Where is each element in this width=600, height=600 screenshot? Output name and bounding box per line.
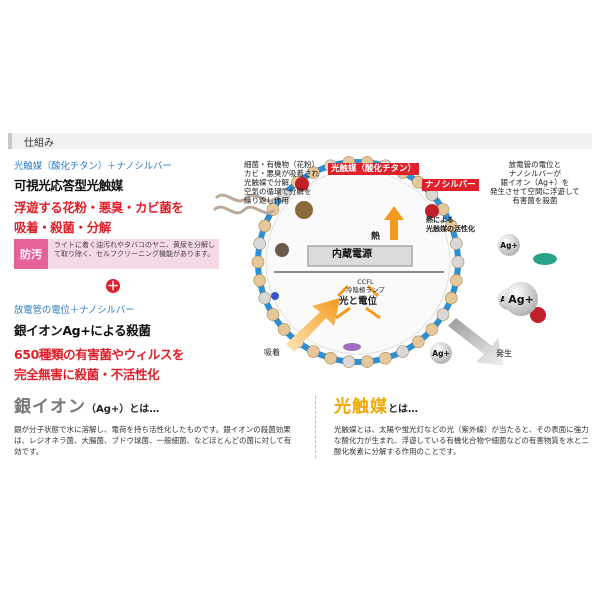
germ-icon: [295, 201, 313, 219]
catalyst-bead: [444, 219, 458, 233]
heat-arrow-icon: [384, 206, 404, 240]
silver-ion-definition: 銀イオン（Ag+）とは… 銀が分子状態で水に溶解し、電荷を持ち活性化したものです…: [14, 392, 297, 457]
photocatalyst-effect-1: 浮遊する花粉・悪臭・カビ菌を: [14, 200, 184, 215]
catalyst-bead: [342, 355, 356, 368]
photocatalyst-subtitle: 光触媒（酸化チタン）＋ナノシルバー: [14, 161, 172, 172]
catalyst-bead: [258, 219, 272, 233]
silver-ion-note: 放電管の電位と ナノシルバーが 銀イオン（Ag+）を 発生させて空間に浮遊して …: [490, 160, 580, 205]
ag-ion-bubble: Ag+: [430, 342, 452, 364]
column-divider: [315, 396, 316, 458]
catalyst-bead: [307, 345, 320, 358]
silver-ion-effect-2: 完全無害に殺菌・不活性化: [14, 367, 160, 382]
photocatalyst-heading: 光触媒とは…: [334, 397, 418, 417]
plus-icon: ＋: [106, 279, 120, 293]
photocatalyst-label: 光触媒（酸化チタン）: [328, 163, 420, 175]
light-arrow-icon: [335, 306, 351, 320]
ag-ion-bubble-large: Ag+: [504, 282, 538, 316]
silver-ion-summary: 放電管の電位＋ナノシルバー 銀イオンAg+による殺菌 650種類の有害菌やウィル…: [14, 302, 219, 383]
catalyst-bead: [449, 274, 463, 287]
photocatalyst-definition: 光触媒とは… 光触媒とは、太陽や蛍光灯などの光（紫外線）が当たると、その表面に強…: [334, 392, 590, 457]
antifouling-box: 防汚 ライトに着く油汚れやタバコのヤニ、黄尿を分解して取り除く、セルフクリーニン…: [14, 239, 219, 269]
ag-ion-bubble: Ag+: [498, 234, 520, 256]
adsorb-arrow-icon: [286, 298, 340, 352]
heat-note: 熱による 光触媒の活性化: [426, 216, 475, 233]
catalyst-bead: [451, 255, 465, 269]
photocatalyst-summary: 光触媒（酸化チタン）＋ナノシルバー 可視光応答型光触媒 浮遊する花粉・悪臭・カビ…: [14, 158, 219, 236]
photocatalyst-effect-2: 吸着・殺菌・分解: [14, 220, 111, 235]
section-header: 仕組み: [8, 133, 592, 149]
silver-ion-effect-1: 650種類の有害菌やウィルスを: [14, 347, 185, 362]
light-arrow-icon: [336, 284, 350, 298]
generate-label: 発生: [496, 349, 512, 358]
catalyst-bead: [412, 335, 425, 349]
germ-icon: [530, 307, 546, 323]
germ-icon: [275, 243, 289, 257]
catalyst-bead: [258, 291, 272, 305]
generate-arrow-icon: [448, 318, 504, 366]
adsorption-note: 細菌・有機物（花粉） カビ・悪臭が吸着され 光触媒で分解 空気の循環で分解を 繰…: [244, 160, 319, 205]
antifouling-tag: 防汚: [14, 239, 48, 269]
germ-icon: [425, 204, 439, 218]
catalyst-bead: [449, 237, 463, 250]
antifouling-text: ライトに着く油汚れやタバコのヤニ、黄尿を分解して取り除く、セルフクリーニング機能…: [54, 241, 215, 258]
light-arrow-icon: [366, 284, 380, 298]
catalyst-bead: [425, 323, 439, 336]
catalyst-bead: [396, 345, 409, 358]
catalyst-bead: [324, 351, 337, 365]
catalyst-bead: [360, 355, 374, 368]
germ-icon: [271, 292, 279, 300]
germ-icon: [343, 343, 361, 351]
catalyst-bead: [277, 188, 291, 201]
diagram-graphics: [212, 156, 557, 368]
ccfl-label: CCFL 冷陰極ランプ: [346, 278, 385, 294]
catalyst-bead: [266, 308, 280, 321]
catalyst-beads: [251, 156, 465, 368]
silver-ion-title: 銀イオンAg+による殺菌: [14, 323, 151, 338]
silver-ion-subtitle: 放電管の電位＋ナノシルバー: [14, 305, 135, 316]
catalyst-bead: [307, 166, 320, 179]
header-accent: [8, 133, 12, 149]
catalyst-bead: [436, 308, 450, 321]
germ-icon: [295, 177, 309, 191]
catalyst-bead: [253, 237, 267, 250]
catalyst-bead: [379, 351, 392, 365]
light-arrow-icon: [365, 306, 381, 320]
power-box: [307, 245, 413, 267]
catalyst-bead: [253, 274, 267, 287]
catalyst-bead: [444, 291, 458, 305]
nanosilver-label: ナノシルバー: [422, 179, 479, 191]
adsorb-label: 吸着: [264, 348, 280, 357]
power-label: 内蔵電源: [332, 249, 372, 260]
catalyst-bead: [251, 255, 265, 269]
silver-ion-body: 銀が分子状態で水に溶解し、電荷を持ち活性化したものです。銀イオンの殺菌効果は、レ…: [14, 425, 292, 456]
mechanism-diagram: 細菌・有機物（花粉） カビ・悪臭が吸着され 光触媒で分解 空気の循環で分解を 繰…: [200, 148, 600, 373]
catalyst-bead: [277, 323, 291, 336]
photocatalyst-title: 可視光応答型光触媒: [14, 178, 123, 193]
odor-swirl-icon: [212, 205, 276, 215]
light-potential-label: 光と電位: [339, 296, 378, 307]
photocatalyst-body: 光触媒とは、太陽や蛍光灯などの光（紫外線）が当たると、その表面に強力な酸化力が生…: [334, 425, 589, 456]
germ-icon: [533, 253, 557, 265]
silver-ion-heading: 銀イオン（Ag+）とは…: [14, 397, 160, 417]
heat-label: 熱: [371, 232, 381, 242]
section-title: 仕組み: [24, 138, 54, 149]
odor-swirl-icon: [214, 193, 278, 203]
